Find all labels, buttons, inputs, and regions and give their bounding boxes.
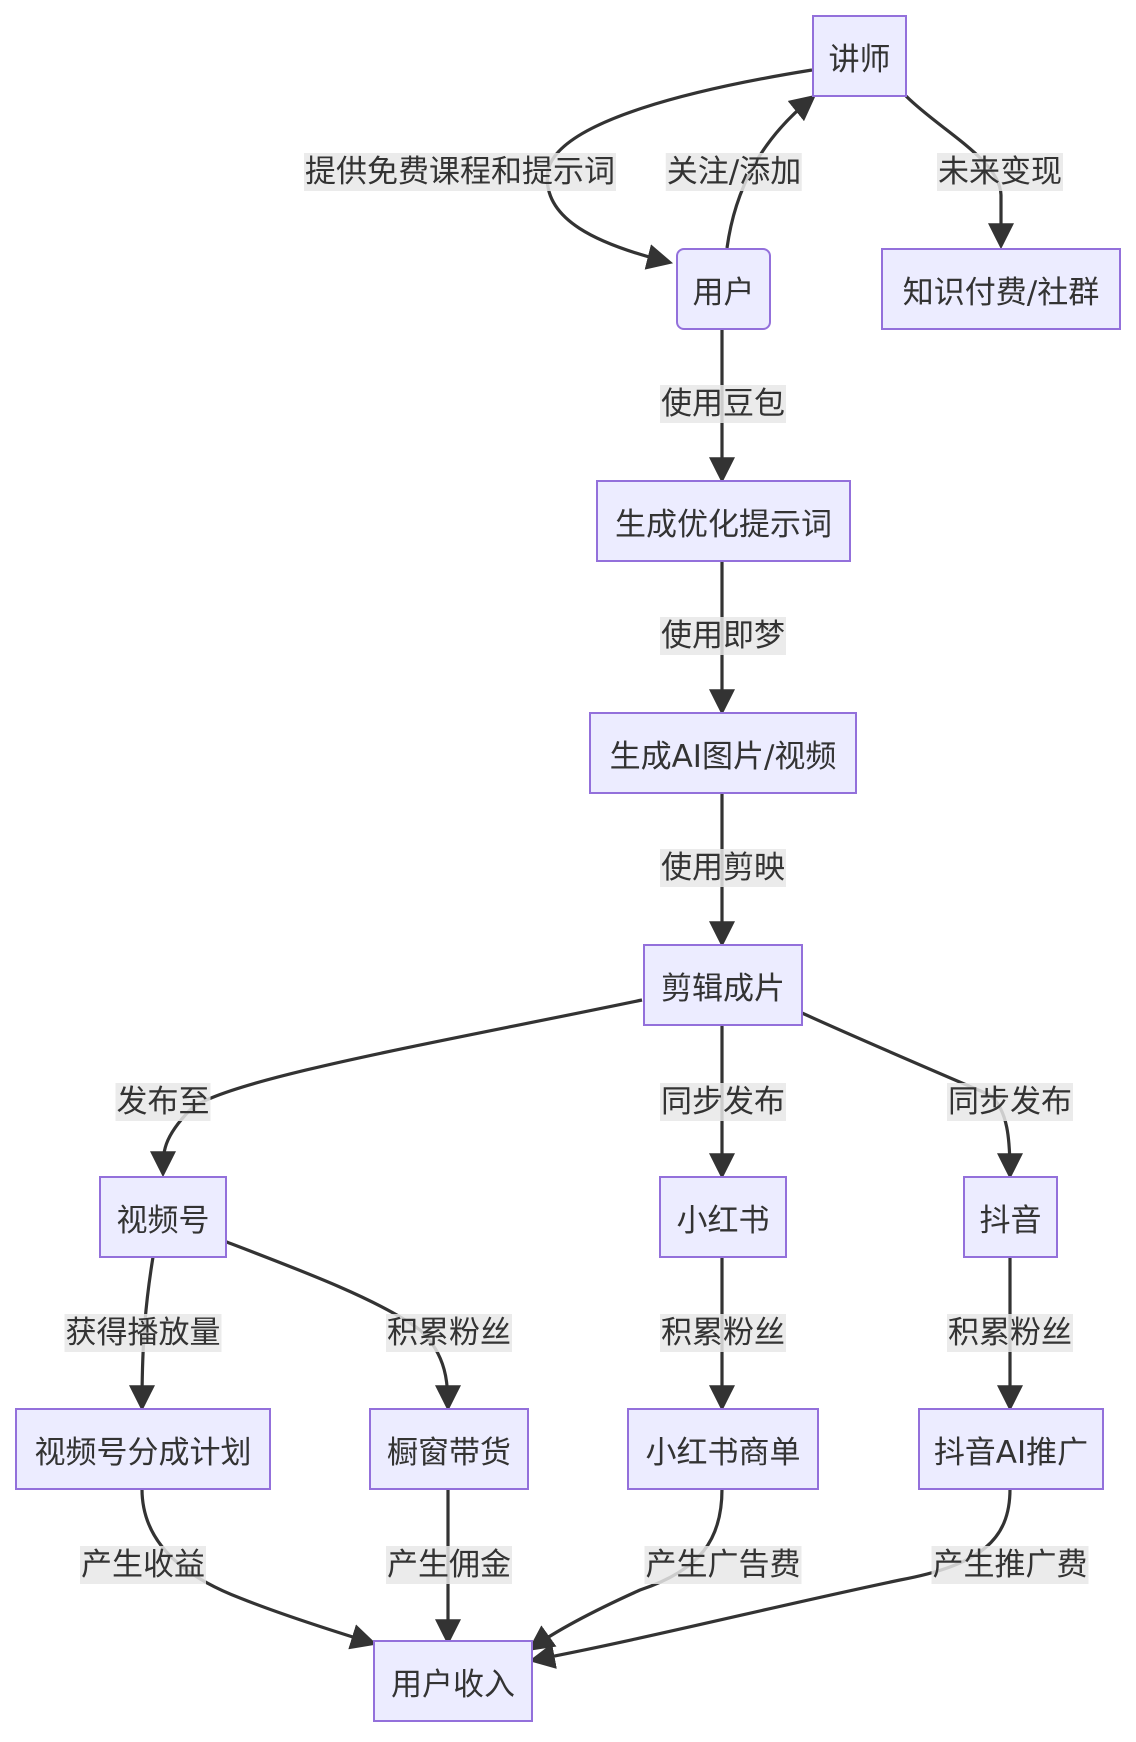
edge-label-use-jianying: 使用剪映	[660, 849, 786, 887]
edge-label-free-course: 提供免费课程和提示词	[304, 153, 616, 191]
node-optimize-prompt[interactable]: 生成优化提示词	[596, 480, 851, 562]
node-xhs[interactable]: 小红书	[659, 1176, 787, 1258]
node-user[interactable]: 用户	[676, 248, 771, 330]
edge-label-fans-xhs: 积累粉丝	[660, 1314, 786, 1352]
edge-biz-to-income	[527, 1488, 724, 1652]
node-ai-media[interactable]: 生成AI图片/视频	[589, 712, 857, 794]
edge-label-fans-douyin: 积累粉丝	[947, 1314, 1073, 1352]
node-channels-plan[interactable]: 视频号分成计划	[15, 1408, 271, 1490]
edge-label-future-monetize: 未来变现	[937, 153, 1063, 191]
edge-label-sync-xhs: 同步发布	[660, 1083, 786, 1121]
edge-label-commission: 产生佣金	[386, 1546, 512, 1584]
edge-label-follow-add: 关注/添加	[665, 153, 803, 191]
node-douyin[interactable]: 抖音	[963, 1176, 1058, 1258]
node-edit-final[interactable]: 剪辑成片	[643, 944, 803, 1026]
edge-plan-to-income	[140, 1488, 377, 1650]
node-douyin-ai-promo[interactable]: 抖音AI推广	[918, 1408, 1104, 1490]
edge-label-publish-to: 发布至	[115, 1083, 211, 1121]
edge-edit-to-channels	[150, 998, 643, 1178]
node-showcase[interactable]: 橱窗带货	[369, 1408, 529, 1490]
edge-label-promo-fee: 产生推广费	[931, 1546, 1089, 1584]
edge-label-use-doubao: 使用豆包	[660, 385, 786, 423]
edge-label-ad-fee: 产生广告费	[644, 1546, 802, 1584]
edge-label-revenue: 产生收益	[80, 1546, 206, 1584]
node-channels[interactable]: 视频号	[99, 1176, 227, 1258]
edge-label-use-jimeng: 使用即梦	[660, 617, 786, 655]
node-lecturer[interactable]: 讲师	[812, 15, 907, 97]
node-knowledge-paid[interactable]: 知识付费/社群	[881, 248, 1121, 330]
edge-label-fans-showcase: 积累粉丝	[386, 1314, 512, 1352]
edge-label-get-views: 获得播放量	[64, 1314, 222, 1352]
edge-label-sync-douyin: 同步发布	[947, 1083, 1073, 1121]
node-user-income[interactable]: 用户收入	[373, 1640, 533, 1722]
node-xhs-business[interactable]: 小红书商单	[627, 1408, 819, 1490]
edge-douyinai-to-income	[528, 1488, 1012, 1669]
